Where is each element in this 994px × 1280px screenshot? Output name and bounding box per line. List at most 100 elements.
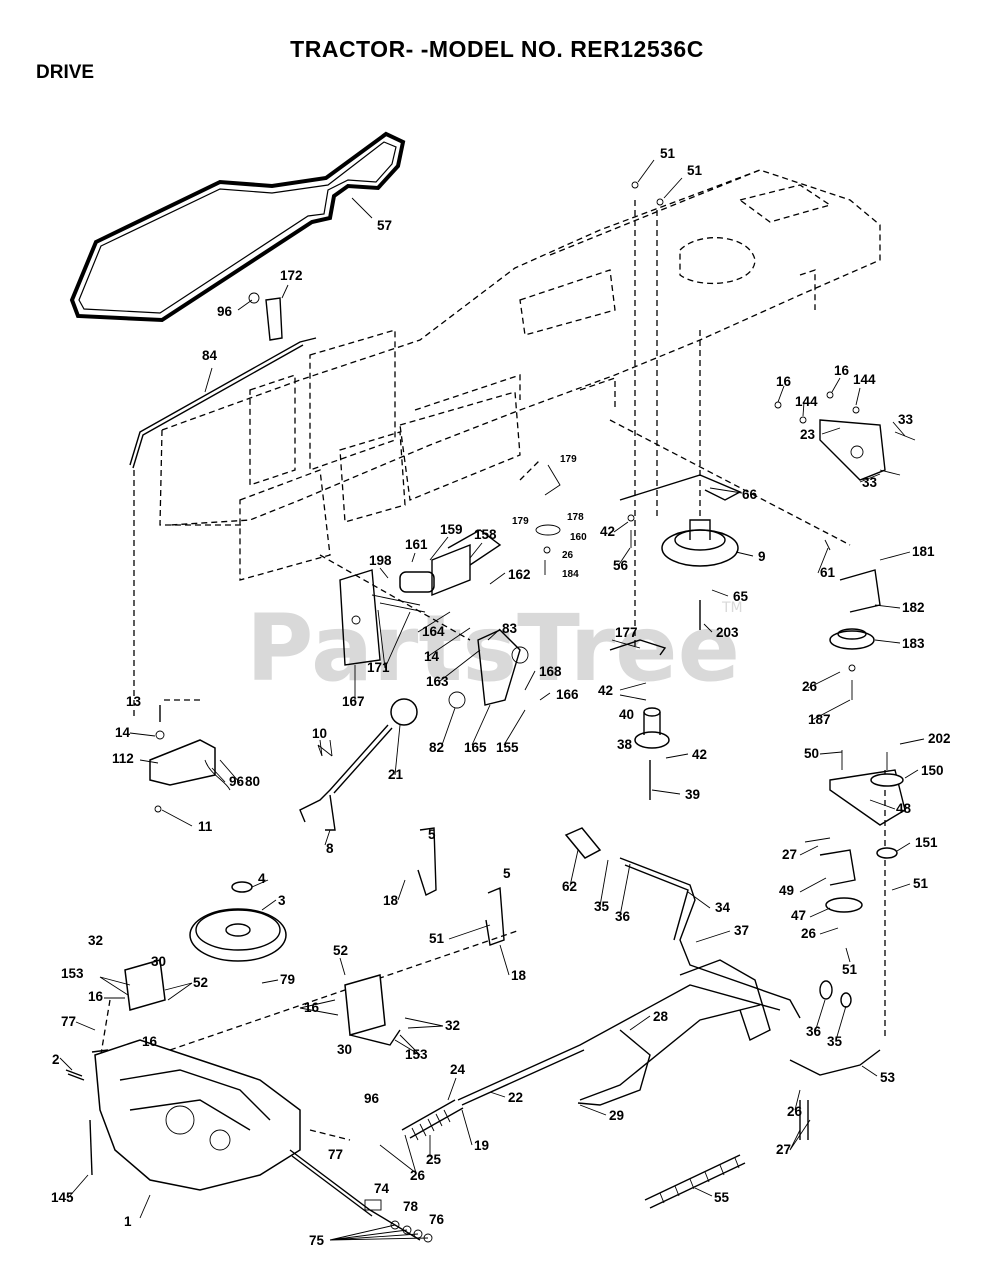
part-label-48: 48 [896, 801, 912, 816]
part-label-144a: 144 [795, 394, 818, 409]
part-label-28: 28 [653, 1009, 669, 1024]
part-label-183: 183 [902, 636, 925, 651]
part-label-168: 168 [539, 664, 562, 679]
part-label-11: 11 [198, 819, 213, 834]
hardware-upper [535, 181, 916, 770]
part-label-76: 76 [429, 1212, 445, 1227]
transmission-pulley [189, 881, 287, 962]
part-label-179a: 179 [560, 454, 577, 465]
part-label-159: 159 [440, 522, 463, 537]
part-label-36a: 36 [615, 909, 631, 924]
part-label-35a: 35 [594, 899, 610, 914]
part-label-163: 163 [426, 674, 449, 689]
part-label-184: 184 [562, 569, 579, 580]
part-label-40: 40 [619, 707, 634, 722]
part-label-202: 202 [928, 731, 951, 746]
part-label-74: 74 [374, 1181, 390, 1196]
part-label-112: 112 [112, 751, 134, 766]
springs [401, 1099, 746, 1209]
part-label-75: 75 [309, 1233, 325, 1248]
idler-arm-assembly [339, 529, 529, 709]
part-label-10: 10 [312, 726, 327, 741]
part-label-37: 37 [734, 923, 749, 938]
part-label-158: 158 [474, 527, 497, 542]
part-label-16b: 16 [834, 363, 850, 378]
part-label-52b: 52 [333, 943, 348, 958]
part-label-26a: 26 [562, 550, 574, 561]
label-leaders [59, 159, 925, 1241]
page-title: TRACTOR- -MODEL NO. RER12536C [290, 36, 704, 62]
part-label-27a: 27 [782, 847, 797, 862]
part-label-16e: 16 [304, 1000, 320, 1015]
part-label-30a: 30 [151, 954, 166, 969]
part-label-25: 25 [426, 1152, 442, 1167]
part-label-165: 165 [464, 740, 487, 755]
part-label-162: 162 [508, 567, 531, 582]
part-label-3: 3 [278, 893, 286, 908]
part-label-182: 182 [902, 600, 925, 615]
part-label-24: 24 [450, 1062, 466, 1077]
brackets [124, 827, 505, 1046]
part-label-26e: 26 [787, 1104, 803, 1119]
part-label-179b: 179 [512, 516, 529, 527]
part-label-51e: 51 [842, 962, 858, 977]
part-label-51c: 51 [429, 931, 445, 946]
part-label-57: 57 [377, 218, 392, 233]
part-label-14b: 14 [424, 649, 440, 664]
part-label-27b: 27 [776, 1142, 791, 1157]
section-label: DRIVE [36, 62, 95, 83]
part-label-39: 39 [685, 787, 700, 802]
control-rods [457, 827, 881, 1140]
part-label-5b: 5 [503, 866, 511, 881]
part-label-51d: 51 [913, 876, 929, 891]
part-labels: 1 2 3 4 5 5 8 9 10 11 13 14 14 16 16 16 … [51, 146, 951, 1248]
part-label-187: 187 [808, 712, 831, 727]
part-label-82: 82 [429, 740, 444, 755]
shift-lever [299, 698, 418, 831]
part-label-65: 65 [733, 589, 749, 604]
part-label-178: 178 [567, 512, 584, 523]
part-label-96c: 96 [364, 1091, 380, 1106]
part-label-9: 9 [758, 549, 766, 564]
part-label-83: 83 [502, 621, 518, 636]
part-label-155: 155 [496, 740, 519, 755]
part-label-42b: 42 [598, 683, 613, 698]
part-label-8: 8 [326, 841, 334, 856]
part-label-1: 1 [124, 1214, 132, 1229]
part-label-96a: 96 [217, 304, 233, 319]
part-label-29: 29 [609, 1108, 624, 1123]
pulleys-right [609, 419, 906, 913]
part-label-84: 84 [202, 348, 218, 363]
part-label-38: 38 [617, 737, 633, 752]
part-label-171: 171 [367, 660, 390, 675]
part-label-198: 198 [369, 553, 392, 568]
transaxle [65, 1039, 433, 1243]
part-label-5a: 5 [428, 827, 436, 842]
part-label-52a: 52 [193, 975, 208, 990]
part-label-22: 22 [508, 1090, 523, 1105]
part-label-50: 50 [804, 746, 819, 761]
part-label-177: 177 [615, 625, 638, 640]
part-label-181: 181 [912, 544, 935, 559]
part-label-62: 62 [562, 879, 577, 894]
part-label-51a: 51 [660, 146, 676, 161]
tractor-frame [159, 169, 881, 581]
part-label-56: 56 [613, 558, 629, 573]
part-label-151: 151 [915, 835, 938, 850]
shift-rod [129, 292, 317, 469]
part-label-16d: 16 [142, 1034, 158, 1049]
part-label-36b: 36 [806, 1024, 822, 1039]
part-label-49: 49 [779, 883, 794, 898]
part-label-161: 161 [405, 537, 428, 552]
part-label-33b: 33 [862, 475, 878, 490]
part-label-23: 23 [800, 427, 816, 442]
part-label-30b: 30 [337, 1042, 352, 1057]
part-label-160: 160 [570, 532, 587, 543]
part-label-34: 34 [715, 900, 731, 915]
part-label-55: 55 [714, 1190, 730, 1205]
part-label-35b: 35 [827, 1034, 843, 1049]
part-label-150: 150 [921, 763, 944, 778]
part-label-153a: 153 [61, 966, 84, 981]
part-label-164: 164 [422, 624, 445, 639]
part-label-33a: 33 [898, 412, 914, 427]
